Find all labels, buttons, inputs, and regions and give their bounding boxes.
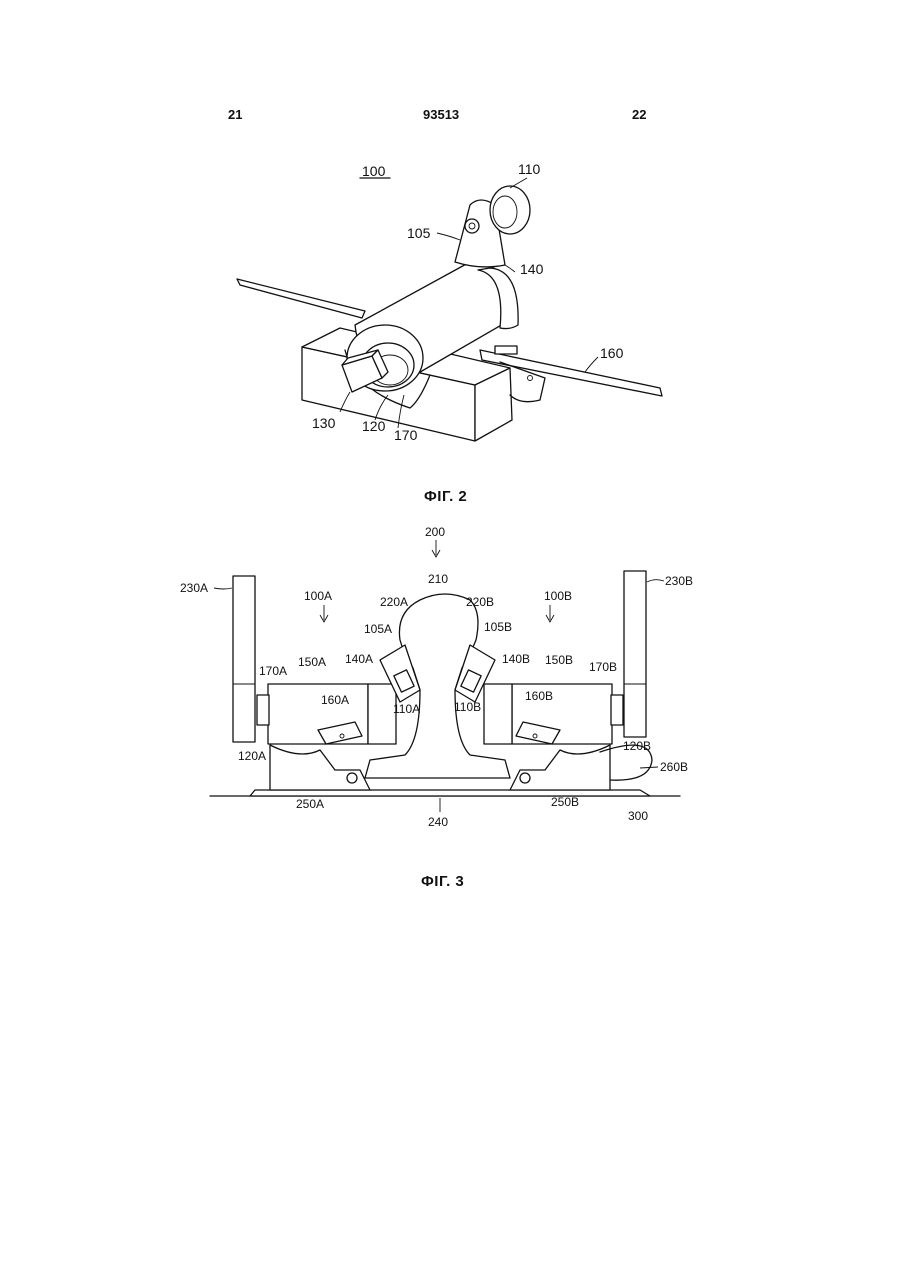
fig2-label-105: 105 [407, 225, 431, 241]
fig3-label-105A: 105A [364, 622, 392, 636]
figure-2-caption: ФІГ. 2 [424, 488, 467, 505]
fig3-label-300: 300 [628, 809, 648, 823]
fig3-label-170A: 170A [259, 664, 287, 678]
fig3-base-plate [250, 790, 650, 796]
fig2-label-140: 140 [520, 261, 544, 277]
figure-2-drawing: 100 110 105 140 160 130 120 170 [0, 150, 901, 460]
fig3-label-230B: 230B [665, 574, 693, 588]
fig3-panel-left [233, 576, 255, 742]
fig3-label-150B: 150B [545, 653, 573, 667]
fig3-label-100B: 100B [544, 589, 572, 603]
page-number-right: 22 [632, 107, 646, 122]
fig3-label-150A: 150A [298, 655, 326, 669]
fig2-label-130: 130 [312, 415, 336, 431]
fig3-label-120B: 120B [623, 739, 651, 753]
fig3-label-110A: 110A [393, 702, 420, 716]
fig3-bearing-left [257, 695, 269, 725]
patent-number: 93513 [423, 107, 459, 122]
fig2-label-160: 160 [600, 345, 624, 361]
fig2-label-100: 100 [362, 163, 386, 179]
fig3-panel-right [624, 571, 646, 737]
fig2-label-120: 120 [362, 418, 386, 434]
fig2-label-170: 170 [394, 427, 418, 443]
figure-3-drawing: 200 210 230A 230B 100A 100B 220A 220B 10… [0, 520, 901, 840]
fig3-label-200: 200 [425, 525, 445, 539]
fig3-label-160A: 160A [321, 693, 349, 707]
fig3-bearing-right [611, 695, 623, 725]
fig2-label-110: 110 [518, 161, 541, 177]
fig3-label-250B: 250B [551, 795, 579, 809]
fig3-label-110B: 110B [454, 700, 481, 714]
fig2-strap-left [237, 279, 365, 318]
fig3-label-230A: 230A [180, 581, 208, 595]
fig3-label-250A: 250A [296, 797, 324, 811]
fig3-label-260B: 260B [660, 760, 688, 774]
fig3-bracket-left [270, 745, 370, 790]
fig3-label-220B: 220B [466, 595, 494, 609]
fig3-label-140B: 140B [502, 652, 530, 666]
fig3-label-170B: 170B [589, 660, 617, 674]
fig3-label-240: 240 [428, 815, 448, 829]
figure-3-caption: ФІГ. 3 [421, 873, 464, 890]
fig3-label-220A: 220A [380, 595, 408, 609]
fig3-label-210: 210 [428, 572, 448, 586]
page-number-left: 21 [228, 107, 242, 122]
fig3-label-120A: 120A [238, 749, 266, 763]
fig3-label-140A: 140A [345, 652, 373, 666]
fig3-label-160B: 160B [525, 689, 553, 703]
fig3-label-105B: 105B [484, 620, 512, 634]
fig3-label-100A: 100A [304, 589, 332, 603]
